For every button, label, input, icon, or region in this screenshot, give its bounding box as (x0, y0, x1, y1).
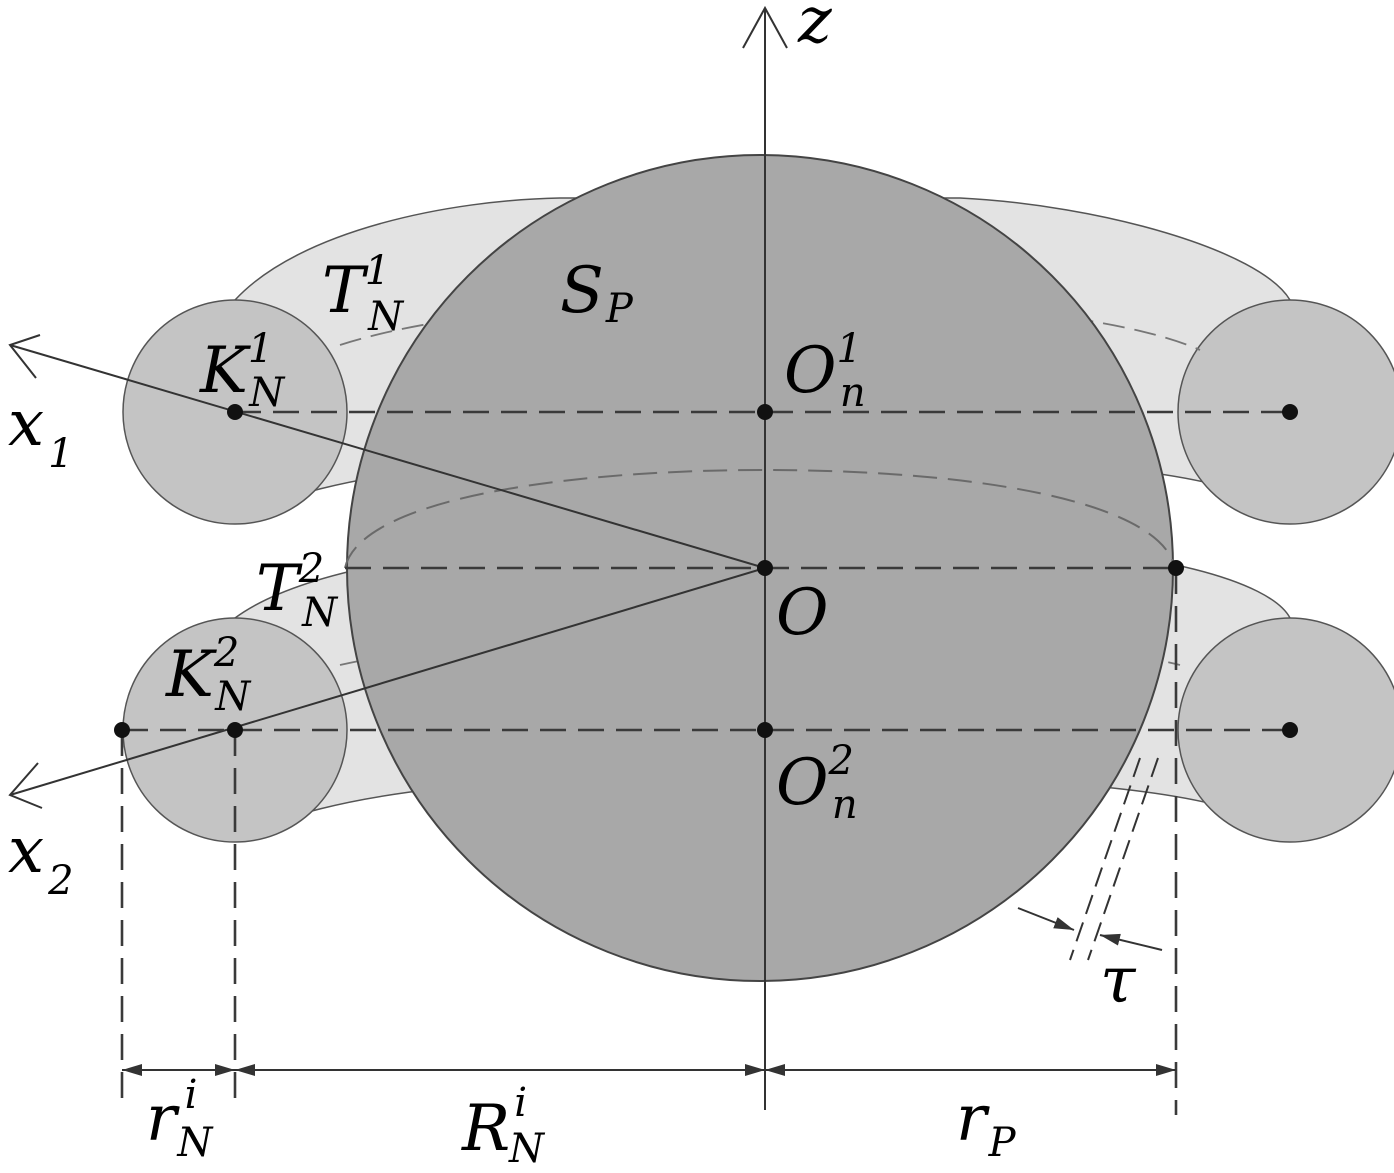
point-O (757, 560, 773, 576)
x1-axis-arrowhead (8, 334, 41, 379)
sphere-equator-hidden (344, 468, 1176, 569)
point-KN2 (227, 722, 243, 738)
point-lower-right-center (1282, 722, 1298, 738)
x1-axis (9, 344, 766, 569)
label-SP: SP (560, 254, 634, 332)
tau-gap-line-1 (1069, 757, 1141, 961)
point-On2 (757, 722, 773, 738)
label-z: z (797, 0, 833, 58)
point-On1 (757, 404, 773, 420)
tau-arrow-right (1099, 933, 1163, 951)
label-tau: τ (1100, 944, 1137, 1018)
tau-gap-line-2 (1087, 757, 1159, 961)
tau-arrow-left (1017, 907, 1075, 931)
point-lower-left-outer (114, 722, 130, 738)
point-sphere-right (1168, 560, 1184, 576)
x2-axis-arrowhead (8, 762, 43, 809)
x2-axis (9, 567, 766, 796)
label-O: O (776, 576, 828, 650)
label-rP: rP (956, 1082, 1017, 1166)
points (114, 404, 1298, 738)
z-axis-arrowhead (742, 5, 788, 49)
point-KN1 (227, 404, 243, 420)
point-upper-right-center (1282, 404, 1298, 420)
